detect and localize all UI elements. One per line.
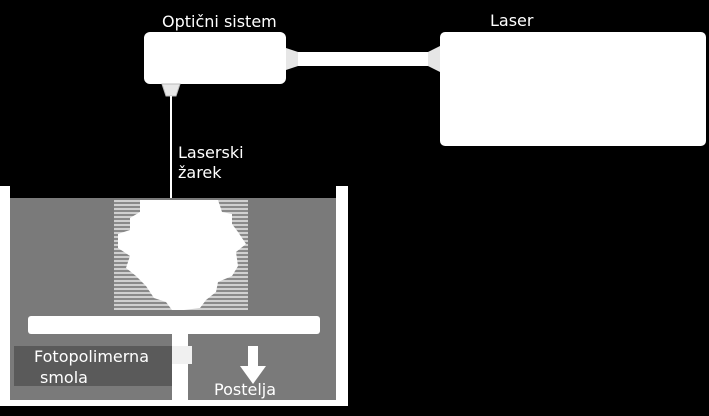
- tank-bottom: [0, 400, 348, 406]
- tank-wall-right: [336, 186, 348, 402]
- optical-system-label: Optični sistem: [162, 12, 277, 31]
- laser-label: Laser: [490, 11, 534, 30]
- laser-connector-tube: [298, 52, 428, 66]
- resin-shadow-zone: [14, 346, 174, 386]
- connector-left: [286, 48, 298, 70]
- build-platform: [28, 316, 320, 334]
- resin-label-line2: smola: [40, 368, 88, 387]
- shaft-collar: [172, 346, 192, 364]
- connector-right: [428, 46, 440, 72]
- tank-wall-left: [0, 186, 10, 402]
- platform-shaft: [172, 334, 188, 400]
- optical-system-box: [144, 32, 286, 84]
- resin-label-line1: Fotopolimerna: [34, 347, 149, 366]
- arrow-down-icon: [240, 346, 266, 384]
- printed-part: [118, 200, 246, 310]
- laser-box: [440, 32, 706, 146]
- optical-lens: [161, 83, 181, 97]
- laser-beam-label-line1: Laserski: [178, 143, 244, 162]
- bed-label: Postelja: [214, 380, 277, 399]
- laser-beam-label-line2: žarek: [178, 163, 222, 182]
